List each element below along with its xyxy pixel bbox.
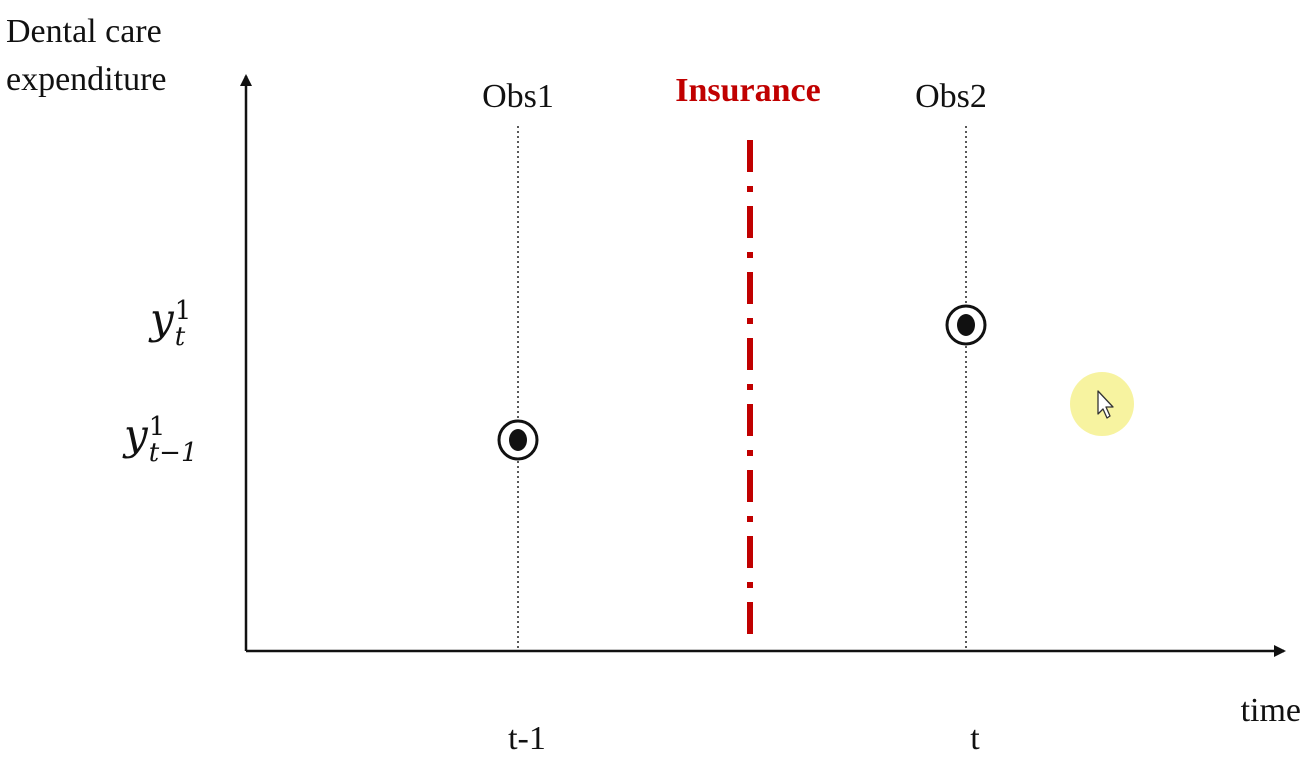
x-axis-label: time: [1240, 692, 1301, 729]
y-t-base: y: [150, 294, 174, 343]
insurance-label: Insurance: [675, 72, 821, 109]
obs2-point: [945, 304, 987, 346]
mouse-pointer-icon: [1070, 372, 1134, 436]
y-t-superscript: 1: [174, 296, 192, 326]
obs2-label: Obs2: [915, 78, 987, 115]
y-t-minus-1-subscript: t−1: [148, 438, 198, 468]
y-t-minus-1-superscript: 1: [148, 412, 166, 442]
y-axis-label: Dental care expenditure: [6, 13, 167, 98]
y-t-minus-1-base: y: [124, 410, 148, 459]
tick-label-t-minus-1: t-1: [508, 720, 546, 757]
obs1-point: [497, 419, 539, 461]
tick-label-t: t: [970, 720, 980, 757]
obs1-label: Obs1: [482, 78, 554, 115]
y-t-subscript: t: [174, 322, 186, 352]
